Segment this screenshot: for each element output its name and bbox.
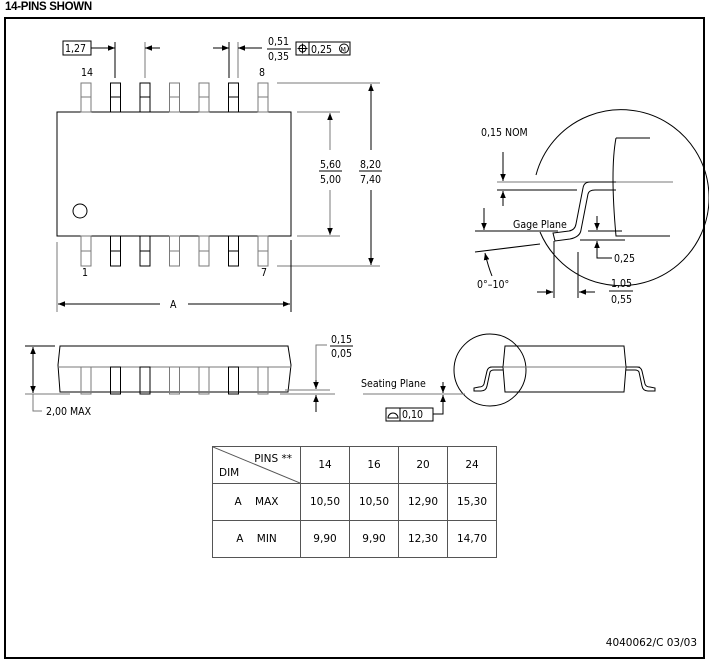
foot-length-max: 1,05 xyxy=(611,278,632,290)
row-label-cell: A MIN xyxy=(212,520,301,558)
lead-pin xyxy=(169,235,180,267)
seating-plane-label: Seating Plane xyxy=(361,378,426,390)
pin1-marker xyxy=(72,203,88,219)
body-width-max: 5,60 xyxy=(320,159,341,171)
gage-plane-label: Gage Plane xyxy=(513,219,567,231)
svg-text:M: M xyxy=(341,46,346,54)
lead-pin xyxy=(198,82,210,113)
side-lead xyxy=(169,366,180,395)
lead-pin xyxy=(228,235,239,267)
max-height-label: 2,00 MAX xyxy=(46,406,92,418)
table-header-row: PINS ** DIM 14 16 20 24 xyxy=(212,446,497,484)
top-view: 14 8 1 7 1,27 0,51 0,35 xyxy=(56,36,382,312)
lead-width-dimension: 0,51 0,35 0,25 M xyxy=(213,36,351,78)
standoff-max: 0,15 xyxy=(331,334,352,346)
side-body xyxy=(57,345,292,393)
value-cell: 15,30 xyxy=(447,483,497,521)
pin-count-cell: 14 xyxy=(300,446,350,484)
page-heading: 14-PINS SHOWN xyxy=(5,1,92,13)
length-a-dimension: A xyxy=(56,240,292,312)
dim-header: DIM xyxy=(219,467,240,479)
dimension-table: PINS ** DIM 14 16 20 24 A MAX 10,50 10,5… xyxy=(212,446,497,558)
overall-width-dimension: 8,20 7,40 xyxy=(277,82,382,267)
lead-width-min: 0,35 xyxy=(268,51,289,63)
lead-width-max: 0,51 xyxy=(268,36,289,48)
side-lead xyxy=(257,366,269,395)
package-body xyxy=(56,111,292,237)
value-cell: 9,90 xyxy=(300,520,350,558)
side-lead xyxy=(139,366,151,395)
pin-count-cell: 24 xyxy=(447,446,497,484)
length-a-label: A xyxy=(170,299,177,311)
pin-count-cell: 20 xyxy=(398,446,448,484)
lead-pin xyxy=(257,235,269,267)
body-width-dimension: 5,60 5,00 xyxy=(297,111,342,237)
end-view: Seating Plane 0,10 xyxy=(361,333,656,422)
side-view: 2,00 MAX 0,15 0,05 xyxy=(25,334,353,418)
lead-thickness-label: 0,15 NOM xyxy=(481,127,528,139)
lead-pin xyxy=(228,82,239,113)
pin-label-1: 1 xyxy=(82,267,88,279)
value-cell: 12,30 xyxy=(398,520,448,558)
side-lead xyxy=(80,366,92,395)
position-tolerance-value: 0,25 xyxy=(311,44,332,56)
table-row: A MAX 10,50 10,50 12,90 15,30 xyxy=(212,483,497,521)
detail-view: 0,15 NOM Gage Plane 0°–10° 0,25 1,05 0,5… xyxy=(474,109,709,306)
row-label-cell: A MAX xyxy=(212,483,301,521)
angle-label: 0°–10° xyxy=(477,279,509,291)
side-lead xyxy=(198,366,210,395)
drawing-number: 4040062/C 03/03 xyxy=(605,637,697,649)
standoff-min: 0,05 xyxy=(331,348,352,360)
lead-pin xyxy=(257,82,269,113)
table-corner-cell: PINS ** DIM xyxy=(212,446,301,484)
side-lead xyxy=(228,366,239,395)
detail-circle xyxy=(453,333,527,407)
table-row: A MIN 9,90 9,90 12,30 14,70 xyxy=(212,520,497,558)
pin-label-14: 14 xyxy=(81,67,93,79)
lead-pin xyxy=(110,82,121,113)
side-lead xyxy=(110,366,121,395)
pin-label-8: 8 xyxy=(259,67,265,79)
lead-pin xyxy=(139,82,151,113)
lead-pin xyxy=(80,235,92,267)
drawing-frame xyxy=(4,17,705,659)
mmc-icon: M xyxy=(339,43,349,54)
overall-width-max: 8,20 xyxy=(360,159,381,171)
pin-count-cell: 16 xyxy=(349,446,399,484)
pins-header: PINS ** xyxy=(254,453,292,465)
lead-pin xyxy=(198,235,210,267)
bottom-pins xyxy=(80,235,269,267)
lead-pin xyxy=(80,82,92,113)
overall-width-min: 7,40 xyxy=(360,174,381,186)
body-width-min: 5,00 xyxy=(320,174,341,186)
top-pins xyxy=(80,82,269,113)
position-tolerance-frame xyxy=(295,41,351,56)
value-cell: 10,50 xyxy=(349,483,399,521)
value-cell: 10,50 xyxy=(300,483,350,521)
side-leads xyxy=(80,366,269,395)
gage-height-value: 0,25 xyxy=(614,253,635,265)
lead-pin xyxy=(169,82,180,113)
lead-pin xyxy=(139,235,151,267)
pin-label-7: 7 xyxy=(261,267,267,279)
pin-pitch-value: 1,27 xyxy=(65,43,86,55)
flatness-tolerance-frame xyxy=(385,407,434,422)
value-cell: 9,90 xyxy=(349,520,399,558)
lead-pin xyxy=(110,235,121,267)
foot-length-min: 0,55 xyxy=(611,294,632,306)
flatness-tolerance-value: 0,10 xyxy=(402,409,423,421)
value-cell: 14,70 xyxy=(447,520,497,558)
position-icon xyxy=(297,43,308,54)
flatness-icon xyxy=(387,412,399,419)
pitch-dimension: 1,27 xyxy=(62,40,160,78)
value-cell: 12,90 xyxy=(398,483,448,521)
